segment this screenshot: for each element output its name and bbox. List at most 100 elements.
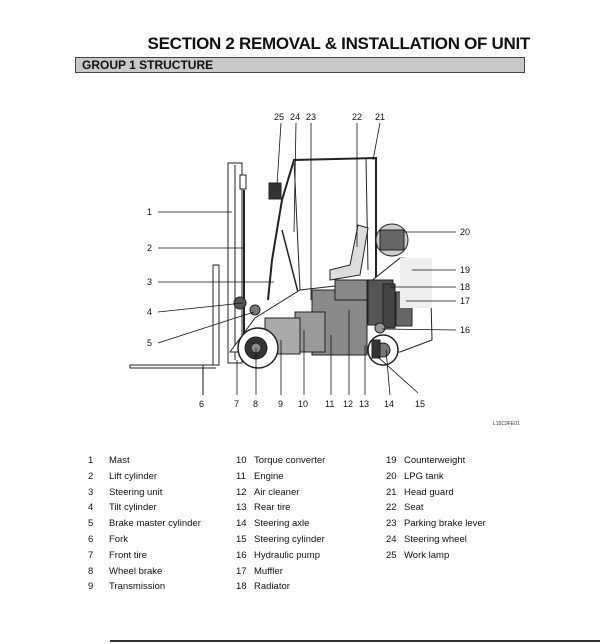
legend-row: 8 Wheel brake <box>88 566 201 582</box>
legend-number: 7 <box>88 549 94 561</box>
callout-12: 12 <box>343 399 353 409</box>
callout-16: 16 <box>460 325 470 335</box>
legend-label: Hydraulic pump <box>254 549 320 561</box>
callout-22: 22 <box>352 112 362 122</box>
legend-row: 6 Fork <box>88 534 201 550</box>
legend-number: 16 <box>236 549 247 561</box>
legend-number: 17 <box>236 565 247 577</box>
legend-number: 21 <box>386 486 397 498</box>
legend-number: 23 <box>386 518 397 530</box>
callout-labels: 1 2 3 4 5 6 7 8 9 10 11 12 13 14 15 16 1… <box>147 112 470 409</box>
legend-row: 16 Hydraulic pump <box>236 550 325 566</box>
callout-21: 21 <box>375 112 385 122</box>
callout-2: 2 <box>147 243 152 253</box>
legend-row: 20 LPG tank <box>386 471 486 487</box>
legend-label: Work lamp <box>404 549 450 561</box>
legend-number: 18 <box>236 581 247 593</box>
legend-row: 24 Steering wheel <box>386 534 486 550</box>
callout-17: 17 <box>460 296 470 306</box>
legend-label: Brake master cylinder <box>109 518 201 530</box>
legend-number: 14 <box>236 518 247 530</box>
legend-label: Air cleaner <box>254 486 300 498</box>
legend-label: Head guard <box>404 486 454 498</box>
callout-8: 8 <box>253 399 258 409</box>
legend-number: 2 <box>88 470 94 482</box>
legend-row: 3 Steering unit <box>88 487 201 503</box>
figure-code: L15C9FE01 <box>493 421 520 427</box>
legend-number: 11 <box>236 470 246 482</box>
legend-row: 11 Engine <box>236 471 325 487</box>
callout-10: 10 <box>298 399 308 409</box>
legend-number: 3 <box>88 486 94 498</box>
legend-row: 14 Steering axle <box>236 518 325 534</box>
legend-label: Engine <box>254 470 284 482</box>
legend-label: Lift cylinder <box>109 470 158 482</box>
legend-row: 25 Work lamp <box>386 550 486 566</box>
callout-13: 13 <box>359 399 369 409</box>
callout-4: 4 <box>147 307 152 317</box>
legend-label: Transmission <box>109 581 166 593</box>
callout-15: 15 <box>415 399 425 409</box>
callout-25: 25 <box>274 112 284 122</box>
legend-label: Parking brake lever <box>404 518 486 530</box>
legend-number: 8 <box>88 565 94 577</box>
legend-number: 19 <box>386 455 397 466</box>
legend-label: Counterweight <box>404 455 466 466</box>
legend-label: Front tire <box>109 549 148 561</box>
legend-number: 20 <box>386 470 397 482</box>
callout-19: 19 <box>460 265 470 275</box>
legend-row: 4 Tilt cylinder <box>88 502 201 518</box>
legend-row: 12 Air cleaner <box>236 487 325 503</box>
callout-9: 9 <box>278 399 283 409</box>
legend-label: Radiator <box>254 581 290 593</box>
legend-label: Mast <box>109 455 130 466</box>
callout-23: 23 <box>306 112 316 122</box>
legend-label: Muffler <box>254 565 283 577</box>
legend-label: Rear tire <box>254 502 291 514</box>
callout-7: 7 <box>234 399 239 409</box>
legend-row: 1 Mast <box>88 455 201 471</box>
legend-number: 9 <box>88 581 94 593</box>
leader-lines <box>157 122 457 396</box>
legend-row: 7 Front tire <box>88 550 201 566</box>
legend-number: 12 <box>236 486 247 498</box>
legend-column-1: 1 Mast 2 Lift cylinder 3 Steering unit 4 Til… <box>88 455 201 597</box>
callout-20: 20 <box>460 227 470 237</box>
callout-1: 1 <box>147 207 152 217</box>
callout-18: 18 <box>460 282 470 292</box>
group-title: GROUP 1 STRUCTURE <box>82 58 214 72</box>
legend-label: Tilt cylinder <box>109 502 157 514</box>
legend-row: 18 Radiator <box>236 581 325 597</box>
legend-row: 2 Lift cylinder <box>88 471 201 487</box>
group-header-bar: GROUP 1 STRUCTURE <box>75 57 525 73</box>
legend-row: 19 Counterweight <box>386 455 486 471</box>
legend-label: Seat <box>404 502 424 514</box>
legend-row: 23 Parking brake lever <box>386 518 486 534</box>
legend-label: Steering wheel <box>404 533 467 545</box>
legend-number: 24 <box>386 533 397 545</box>
legend-label: Steering axle <box>254 518 310 530</box>
page-bottom-rule <box>110 640 600 642</box>
callout-6: 6 <box>199 399 204 409</box>
legend-number: 4 <box>88 502 94 514</box>
callout-24: 24 <box>290 112 300 122</box>
legend-number: 25 <box>386 549 397 561</box>
legend-label: Wheel brake <box>109 565 163 577</box>
legend-row: 9 Transmission <box>88 581 201 597</box>
legend-number: 15 <box>236 533 247 545</box>
legend-label: Fork <box>109 533 128 545</box>
callout-3: 3 <box>147 277 152 287</box>
legend-number: 1 <box>88 455 94 466</box>
callout-5: 5 <box>147 338 152 348</box>
forklift-illustration <box>129 156 433 395</box>
legend-number: 6 <box>88 533 94 545</box>
legend-label: Steering unit <box>109 486 163 498</box>
legend-label: LPG tank <box>404 470 444 482</box>
